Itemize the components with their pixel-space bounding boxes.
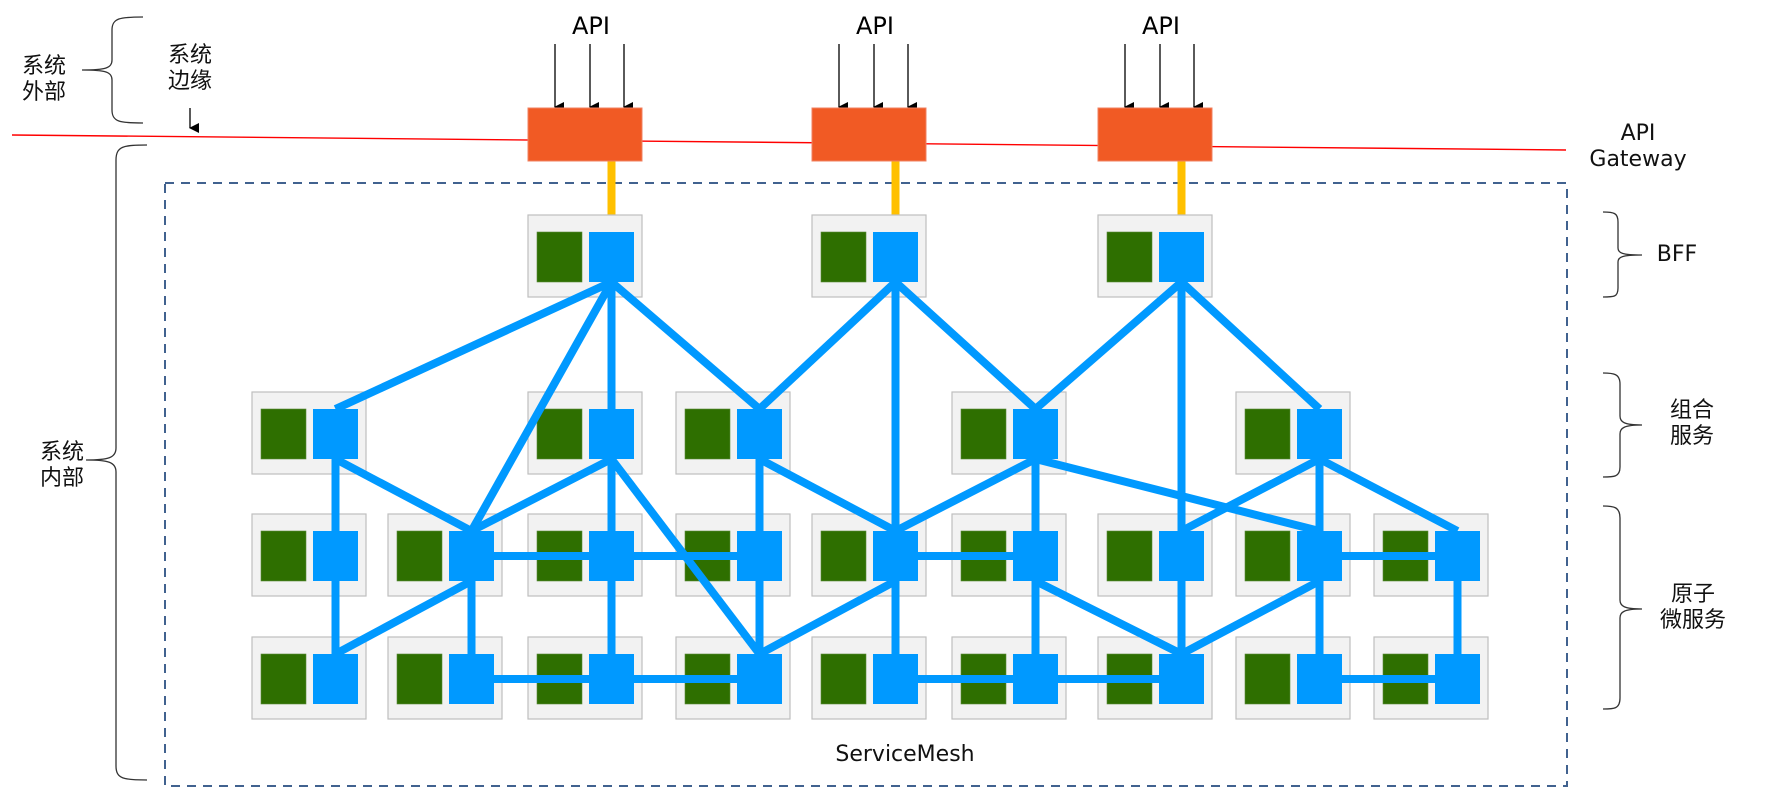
mesh-link — [469, 455, 614, 535]
api-gateway-box[interactable] — [1097, 107, 1213, 162]
api-label: API — [572, 12, 610, 40]
sidecar-proxy — [1159, 531, 1204, 581]
brace-bff — [1602, 211, 1643, 298]
api-gateway-box[interactable] — [811, 107, 927, 162]
service-instance — [820, 231, 867, 283]
label-atomic-microservices: 原子 微服务 — [1659, 582, 1726, 633]
service-instance — [960, 408, 1007, 460]
service-instance — [684, 408, 731, 460]
sidecar-proxy — [589, 531, 634, 581]
mesh-links — [331, 278, 1462, 683]
api-labels: API API API — [572, 12, 1180, 40]
label-service-mesh: ServiceMesh — [835, 742, 975, 767]
sidecar-proxy — [1013, 654, 1058, 704]
sidecar-proxy — [1297, 531, 1342, 581]
sidecar-proxy — [449, 654, 494, 704]
sidecar-proxy — [1159, 654, 1204, 704]
mesh-link — [756, 279, 899, 412]
service-instance — [1106, 530, 1153, 582]
mesh-link — [1317, 455, 1460, 535]
api-request-arrows — [554, 44, 1203, 112]
sidecar-proxy — [1013, 531, 1058, 581]
sidecar-proxy — [449, 531, 494, 581]
mesh-link — [608, 278, 763, 413]
brace-atomic — [1602, 505, 1643, 710]
sidecar-proxy — [589, 654, 634, 704]
api-label: API — [856, 12, 894, 40]
mesh-link — [893, 455, 1038, 535]
service-instance — [260, 408, 307, 460]
sidecar-proxy — [1435, 531, 1480, 581]
sidecar-proxy — [873, 654, 918, 704]
sidecar-proxy — [873, 232, 918, 282]
service-instance — [396, 653, 443, 705]
mesh-link — [1032, 278, 1185, 413]
sidecar-proxy — [1297, 654, 1342, 704]
sidecar-proxy — [313, 409, 358, 459]
sidecar-proxy — [737, 654, 782, 704]
label-composite-services: 组合 服务 — [1669, 398, 1714, 449]
api-label: API — [1142, 12, 1180, 40]
service-node[interactable] — [387, 513, 503, 597]
label-system-edge: 系统 边缘 — [167, 43, 212, 94]
sidecar-proxy — [737, 409, 782, 459]
service-instance — [536, 408, 583, 460]
service-instance — [260, 530, 307, 582]
mesh-link — [1033, 577, 1184, 658]
sidecar-proxy — [589, 409, 634, 459]
mesh-link — [757, 577, 898, 658]
sidecar-proxy — [589, 232, 634, 282]
service-instance — [1244, 530, 1291, 582]
sidecar-proxy — [873, 531, 918, 581]
label-system-external: 系统 外部 — [21, 54, 66, 105]
label-api-gateway: API Gateway — [1589, 121, 1687, 172]
sidecar-proxy — [313, 654, 358, 704]
sidecar-proxy — [1013, 409, 1058, 459]
sidecars — [313, 232, 1480, 704]
api-gateways — [527, 107, 1213, 162]
sidecar-proxy — [1435, 654, 1480, 704]
service-instance — [396, 530, 443, 582]
service-mesh-boundary — [164, 182, 1568, 787]
mesh-link — [333, 278, 614, 413]
service-instance — [1244, 408, 1291, 460]
mesh-link — [1178, 279, 1323, 412]
brace-system-external — [81, 16, 144, 124]
service-instance — [260, 653, 307, 705]
mesh-link — [333, 455, 474, 535]
label-bff: BFF — [1656, 242, 1698, 267]
sidecar-proxy — [1297, 409, 1342, 459]
brace-system-internal — [85, 144, 148, 781]
service-instance — [820, 530, 867, 582]
service-node[interactable] — [1235, 636, 1351, 720]
mesh-link — [333, 577, 474, 658]
mesh-link — [757, 455, 898, 535]
sidecar-proxy — [313, 531, 358, 581]
brace-composite — [1602, 372, 1643, 478]
service-instance — [820, 653, 867, 705]
service-instance — [536, 231, 583, 283]
system-boundary-line — [11, 134, 1567, 151]
service-nodes — [251, 214, 1489, 720]
mesh-link — [1179, 577, 1322, 658]
mesh-link — [892, 279, 1039, 412]
label-system-internal: 系统 内部 — [39, 440, 84, 491]
api-gateway-box[interactable] — [527, 107, 643, 162]
mesh-link — [1034, 455, 1321, 535]
service-instance — [1244, 653, 1291, 705]
service-node[interactable] — [251, 513, 367, 597]
sidecar-proxy — [1159, 232, 1204, 282]
mesh-link — [1179, 455, 1322, 535]
service-instance — [1106, 231, 1153, 283]
sidecar-proxy — [737, 531, 782, 581]
mesh-link — [468, 280, 615, 533]
